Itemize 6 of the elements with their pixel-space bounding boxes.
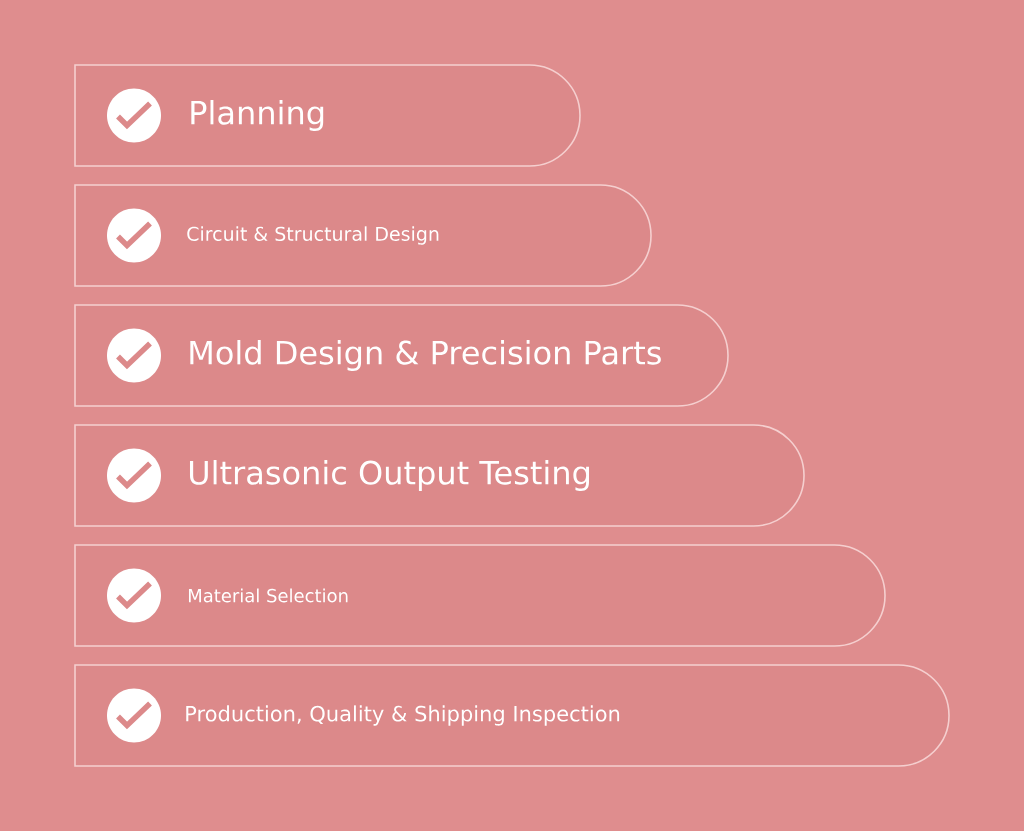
step-bar: Planning — [74, 64, 581, 167]
step-bar: Material Selection — [74, 544, 886, 647]
step-bar: Production, Quality & Shipping Inspection — [74, 664, 950, 767]
step-bar: Mold Design & Precision Parts — [74, 304, 729, 407]
step-bar: Ultrasonic Output Testing — [74, 424, 805, 527]
step-bar: Circuit & Structural Design — [74, 184, 652, 287]
